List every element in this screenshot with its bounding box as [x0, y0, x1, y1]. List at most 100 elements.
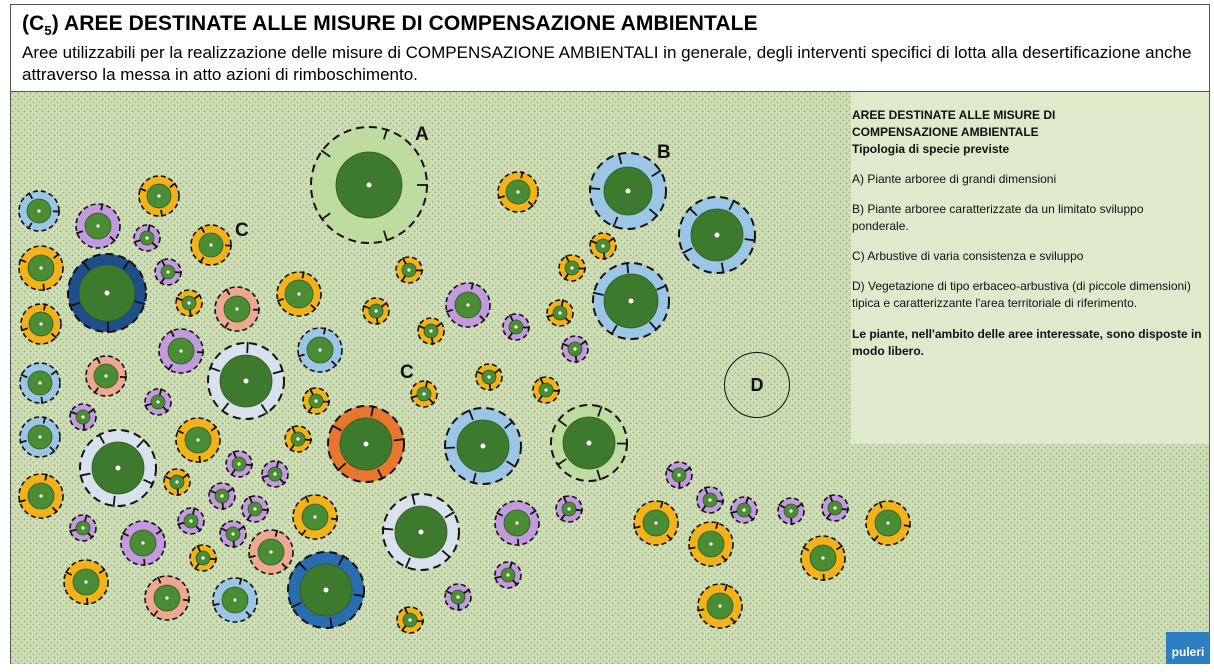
plant-center-dot — [313, 515, 316, 518]
plant-tick — [190, 310, 191, 317]
page-description: Aree utilizzabili per la realizzazione d… — [22, 42, 1192, 86]
plant-tick — [627, 262, 628, 273]
plant-center-dot — [456, 595, 459, 598]
plant-center-dot — [833, 506, 836, 509]
plant-tick — [199, 456, 200, 463]
plant-center-dot — [422, 392, 425, 395]
plant-center-dot — [175, 480, 178, 483]
plant-symbol — [19, 246, 63, 291]
plant-tick — [576, 510, 583, 511]
plant-center-dot — [196, 438, 199, 441]
plant-tick — [553, 391, 560, 392]
plant-tick — [842, 509, 849, 510]
plant-tick — [323, 402, 330, 403]
plant-center-dot — [364, 442, 369, 447]
plant-center-dot — [544, 388, 547, 391]
legend-note: Le piante, nell'ambito delle aree intere… — [852, 326, 1202, 360]
plant-symbol — [68, 254, 146, 333]
plant-center-dot — [296, 437, 299, 440]
plant-center-dot — [318, 348, 321, 351]
plant-center-dot — [96, 224, 99, 227]
title-prefix: (C — [22, 12, 44, 35]
plant-center-dot — [567, 507, 570, 510]
plant-center-dot — [156, 400, 159, 403]
plant-tick — [490, 384, 491, 391]
plant-center-dot — [179, 349, 182, 352]
plant-center-dot — [314, 399, 317, 402]
plant-center-dot — [481, 444, 486, 449]
plant-tick — [178, 489, 179, 496]
plant-center-dot — [573, 347, 576, 350]
plant-center-dot — [297, 292, 300, 295]
zone-d-label: D — [724, 352, 790, 418]
plant-center-dot — [407, 268, 410, 271]
plant-center-dot — [718, 604, 721, 607]
plant-symbol — [176, 418, 220, 463]
zone-b-label: B — [657, 142, 671, 164]
plant-tick — [904, 525, 911, 526]
plant-center-dot — [515, 521, 518, 524]
plant-symbol — [593, 262, 669, 339]
plant-center-dot — [367, 183, 372, 188]
plant-center-dot — [157, 194, 160, 197]
plant-center-dot — [201, 556, 204, 559]
title-rest: ) AREE DESTINATE ALLE MISURE DI COMPENSA… — [52, 12, 758, 35]
plant-center-dot — [516, 190, 519, 193]
plant-center-dot — [166, 270, 169, 273]
plant-center-dot — [209, 243, 212, 246]
plant-center-dot — [419, 530, 424, 535]
plant-center-dot — [233, 598, 236, 601]
legend-heading-2: COMPENSAZIONE AMBIENTALE — [852, 124, 1202, 141]
plant-center-dot — [141, 541, 144, 544]
title-subscript: 5 — [44, 23, 51, 38]
plant-center-dot — [408, 618, 411, 621]
plant-center-dot — [244, 379, 249, 384]
zone-a-label: A — [415, 124, 429, 146]
plant-symbol — [311, 127, 428, 243]
header: (C5) AREE DESTINATE ALLE MISURE DI COMPE… — [10, 6, 1200, 86]
plant-tick — [210, 559, 217, 560]
plant-center-dot — [506, 573, 509, 576]
plant-symbol — [145, 576, 190, 620]
legend-heading-1: AREE DESTINATE ALLE MISURE DI — [852, 107, 1202, 124]
plant-center-dot — [253, 507, 256, 510]
plant-center-dot — [105, 291, 110, 296]
plant-center-dot — [84, 580, 87, 583]
legend-item-d: D) Vegetazione di tipo erbaceo-arbustiva… — [852, 278, 1202, 312]
plant-tick — [377, 318, 378, 325]
plant-center-dot — [677, 473, 680, 476]
plant-symbol — [293, 495, 338, 539]
plant-center-dot — [374, 309, 377, 312]
plant-tick — [246, 465, 253, 466]
plant-center-dot — [104, 374, 107, 377]
plant-center-dot — [37, 209, 40, 212]
plant-center-dot — [165, 596, 168, 599]
legend-item-a: A) Piante arboree di grandi dimensioni — [852, 171, 1202, 188]
plant-center-dot — [654, 521, 657, 524]
plant-center-dot — [273, 472, 276, 475]
plant-tick — [382, 529, 393, 530]
puleri-logo: puleri — [1166, 632, 1210, 664]
plant-center-dot — [38, 435, 41, 438]
plant-center-dot — [601, 244, 604, 247]
plant-symbol — [495, 501, 539, 546]
plant-tick — [417, 621, 424, 622]
plant-tick — [183, 600, 190, 601]
plant-center-dot — [466, 303, 469, 306]
plant-center-dot — [324, 588, 329, 593]
plant-center-dot — [81, 415, 84, 418]
legend-heading-3: Tipologia di specie previste — [852, 141, 1202, 158]
plant-center-dot — [629, 299, 634, 304]
plant-symbol — [159, 329, 204, 373]
page-title: (C5) AREE DESTINATE ALLE MISURE DI COMPE… — [22, 12, 758, 38]
zone-c-label-1: C — [235, 220, 249, 242]
plant-tick — [234, 541, 235, 548]
plant-symbol — [208, 342, 284, 419]
plant-tick — [113, 496, 114, 507]
plant-center-dot — [39, 266, 42, 269]
plant-symbol — [64, 560, 108, 605]
plant-center-dot — [81, 526, 84, 529]
plant-tick — [43, 284, 44, 291]
plant-symbol — [288, 552, 365, 629]
plant-center-dot — [39, 322, 42, 325]
